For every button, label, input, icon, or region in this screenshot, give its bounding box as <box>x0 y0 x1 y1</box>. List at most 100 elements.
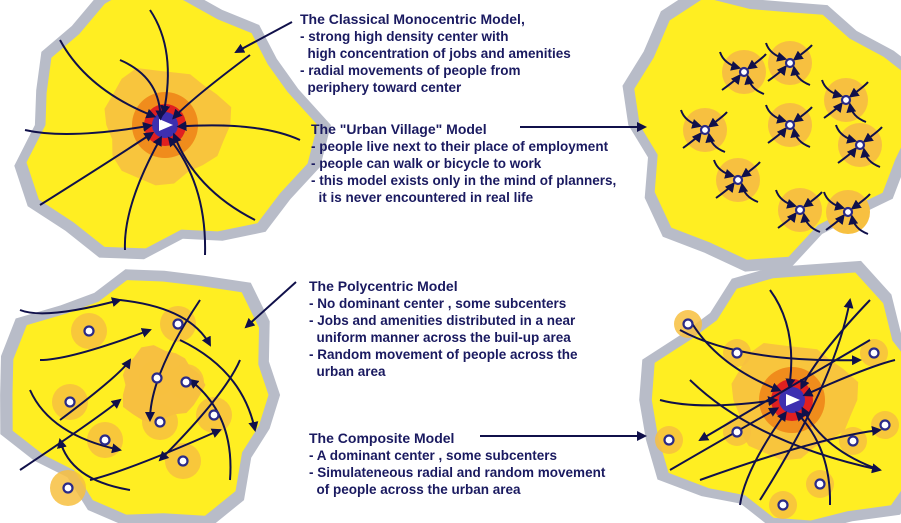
movement-arrow <box>119 299 211 347</box>
urban-village-city-map <box>622 0 901 272</box>
movement-arrow <box>172 54 251 120</box>
movement-arrow <box>721 74 741 91</box>
subcenter-marker <box>64 396 76 408</box>
movement-arrow <box>800 212 821 233</box>
movement-arrow <box>765 42 788 62</box>
movement-arrow <box>823 191 846 211</box>
movement-arrow <box>707 111 728 128</box>
monocentric-city-map <box>14 0 331 260</box>
movement-arrow <box>689 319 782 393</box>
movement-arrow <box>172 132 256 221</box>
composite-line-2: - Simulateneous radial and random moveme… <box>309 465 606 480</box>
polycentric-line-3: uniform manner across the buil-up area <box>309 330 571 345</box>
movement-arrow <box>848 214 869 235</box>
movement-arrow <box>176 120 301 141</box>
movement-arrow <box>792 44 813 61</box>
movement-arrow <box>39 328 152 361</box>
center-marker <box>159 119 173 131</box>
subcenter-marker <box>172 318 184 330</box>
movement-arrow <box>848 81 869 98</box>
movement-arrow <box>769 289 796 389</box>
movement-arrow <box>89 428 222 481</box>
monocentric-model-title: The Classical Monocentric Model, <box>300 11 525 27</box>
movement-arrow <box>680 109 703 129</box>
movement-arrow <box>825 214 845 231</box>
movement-arrow <box>790 127 811 148</box>
movement-arrow <box>705 132 726 153</box>
composite-line-1: - A dominant center , some subcenters <box>309 448 558 463</box>
composite-city-map <box>639 260 901 523</box>
movement-arrow <box>19 297 122 315</box>
movement-arrow <box>823 102 843 119</box>
subcenter-marker <box>777 499 789 511</box>
movement-arrow <box>19 398 122 471</box>
movement-arrow <box>802 359 896 397</box>
subcenter-marker <box>868 347 880 359</box>
composite-model-text: The Composite Model - A dominant center … <box>309 430 605 498</box>
movement-arrow <box>179 339 259 432</box>
subcenter-marker <box>663 434 675 446</box>
polycentric-line-2: - Jobs and amenities distributed in a ne… <box>309 313 576 328</box>
movement-arrow <box>39 131 155 206</box>
movement-arrow <box>821 79 844 99</box>
movement-arrow <box>759 298 854 501</box>
urban-village-line-2: - people can walk or bicycle to work <box>311 156 542 171</box>
polycentric-model-title: The Polycentric Model <box>309 278 458 294</box>
center-marker <box>786 394 800 406</box>
subcenter-marker <box>177 455 189 467</box>
movement-arrow <box>790 65 811 86</box>
composite-line-3: of people across the urban area <box>309 482 521 497</box>
subcenter-marker <box>731 426 743 438</box>
movement-arrow <box>24 121 153 135</box>
movement-arrow <box>59 39 157 119</box>
movement-arrow <box>792 106 813 123</box>
movement-arrow <box>123 135 162 251</box>
monocentric-line-3: - radial movements of people from <box>300 63 521 78</box>
subcenter-marker <box>847 435 859 447</box>
subcenter-marker <box>180 376 192 388</box>
movement-arrow <box>698 339 871 442</box>
movement-arrow <box>715 182 735 199</box>
movement-arrow <box>767 65 787 82</box>
monocentric-line-2: high concentration of jobs and amenities <box>300 46 571 61</box>
movement-arrow <box>777 212 797 229</box>
urban-village-model-text: The "Urban Village" Model - people live … <box>311 121 616 206</box>
movement-arrow <box>719 51 742 71</box>
movement-arrow <box>738 182 759 203</box>
movement-arrow <box>149 9 171 116</box>
subcenter-marker <box>840 94 852 106</box>
subcenter-marker <box>784 119 796 131</box>
movement-arrow <box>800 299 871 390</box>
subcenter-marker <box>99 434 111 446</box>
urban-village-line-3: - this model exists only in the mind of … <box>311 173 617 188</box>
movement-arrow <box>802 191 823 208</box>
movement-arrow <box>775 189 798 209</box>
polycentric-city-map <box>0 269 281 523</box>
movement-arrow <box>850 193 871 210</box>
subcenter-marker <box>814 478 826 490</box>
movement-arrow <box>713 159 736 179</box>
pointer-arrow <box>234 21 293 53</box>
urban-village-line-1: - people live next to their place of emp… <box>311 139 609 154</box>
movement-arrow <box>835 124 858 144</box>
polycentric-model-text: The Polycentric Model - No dominant cent… <box>309 278 578 380</box>
pointer-arrows <box>234 21 647 441</box>
movement-arrow <box>145 299 201 422</box>
subcenter-marker <box>854 139 866 151</box>
movement-arrow <box>767 127 787 144</box>
monocentric-line-4: periphery toward center <box>300 80 462 95</box>
polycentric-line-4: - Random movement of people across the <box>309 347 578 362</box>
movement-arrow <box>689 379 882 474</box>
movement-arrow <box>740 161 761 178</box>
movement-arrow <box>659 396 779 407</box>
polycentric-line-5: urban area <box>309 364 386 379</box>
subcenter-marker <box>794 204 806 216</box>
movement-arrow <box>837 147 857 164</box>
movement-arrow <box>795 411 832 506</box>
movement-arrow <box>846 102 867 123</box>
movement-arrow <box>158 359 241 462</box>
subcenter-marker <box>151 372 163 384</box>
subcenter-marker <box>154 416 166 428</box>
movement-arrow <box>29 389 122 454</box>
subcenter-marker <box>732 174 744 186</box>
